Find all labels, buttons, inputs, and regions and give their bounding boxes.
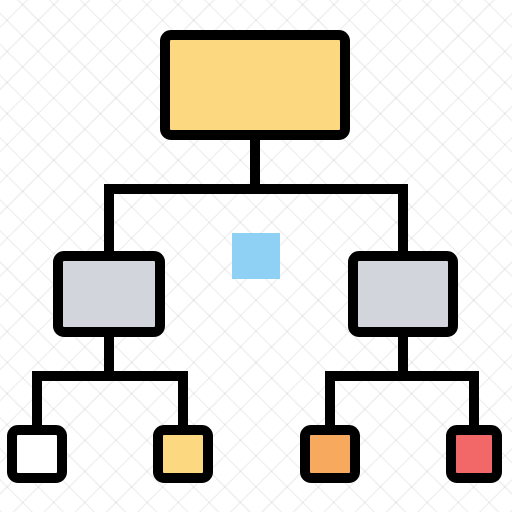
- node-leaf-4: [446, 425, 502, 483]
- accent-square: [232, 233, 280, 279]
- connector-lines: [32, 130, 479, 435]
- node-leaf-2: [153, 425, 213, 483]
- node-leaf-3: [300, 425, 360, 483]
- tree-nodes: [7, 30, 502, 483]
- node-mid-right: [348, 251, 458, 337]
- node-leaf-1: [7, 425, 67, 483]
- node-root: [160, 30, 350, 140]
- node-mid-left: [53, 251, 165, 337]
